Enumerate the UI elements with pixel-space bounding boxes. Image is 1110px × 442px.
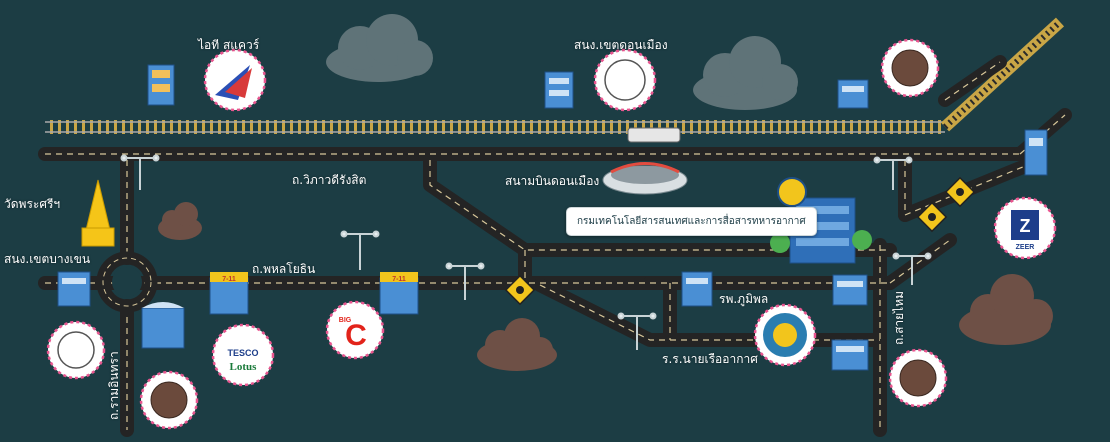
- street-lamp-icon: [340, 230, 380, 270]
- emblem-badge-icon: [753, 303, 817, 367]
- street-lamp-icon: [120, 154, 160, 190]
- bigc-logo-letter: C: [345, 319, 367, 352]
- airport-terminal-icon: [602, 162, 688, 195]
- emblem-badge-icon: [593, 48, 657, 112]
- bigc-small-text: BIG: [339, 317, 352, 324]
- cloud-icon: [158, 202, 202, 240]
- building-icon: [379, 272, 419, 315]
- label-don-mueang-district-office: สนง.เขตดอนเมือง: [574, 38, 668, 52]
- building-icon: [1024, 129, 1048, 176]
- cloud-icon: [326, 14, 433, 82]
- fuel-warning-sign-icon: [944, 176, 976, 208]
- building-icon: [681, 271, 713, 307]
- building-icon: [837, 79, 869, 109]
- street-lamp-icon: [617, 312, 657, 350]
- building-icon: [832, 274, 868, 306]
- zeer-logo-letter: Z: [1020, 216, 1031, 236]
- label-ram-intra-road: ถ.รามอินทรา: [107, 351, 121, 420]
- shop-sign-text: 7-11: [222, 276, 236, 283]
- emblem-badge-icon: [203, 48, 267, 112]
- train-icon: [627, 127, 681, 143]
- roundabout: [96, 251, 158, 313]
- fuel-warning-sign-icon: [504, 274, 536, 306]
- street-lamp-icon: [873, 156, 913, 190]
- cloud-icon: [959, 274, 1053, 345]
- zeer-logo-word: ZEER: [1016, 244, 1035, 251]
- emblem-badge-icon: [993, 196, 1057, 260]
- label-bhumibol-hospital: รพ.ภูมิพล: [719, 292, 769, 306]
- label-vibhavadi-road: ถ.วิภาวดีรังสิต: [292, 173, 367, 187]
- street-lamp-icon: [445, 262, 485, 300]
- building-icon: [57, 271, 91, 307]
- emblem-badge-icon: [139, 370, 199, 430]
- railway-line: [45, 17, 1065, 143]
- cloud-icon: [477, 318, 557, 371]
- destination-callout: กรมเทคโนโลยีสารสนเทศและการสื่อสารทหารอาก…: [566, 207, 817, 236]
- emblem-badge-icon: [211, 323, 275, 387]
- building-icon: [209, 272, 249, 315]
- building-icon: [141, 302, 185, 349]
- shop-sign-text: 7-11: [392, 276, 406, 283]
- tesco-logo-text: TESCO: [227, 348, 258, 358]
- label-don-mueang-airport: สนามบินดอนเมือง: [505, 174, 600, 188]
- building-icon: [544, 71, 574, 109]
- emblem-badge-icon: [46, 320, 106, 380]
- label-air-force-school: ร.ร.นายเรืออากาศ: [662, 352, 758, 366]
- building-icon: [147, 64, 175, 106]
- emblem-badge-icon: [888, 348, 948, 408]
- lotus-logo-text: Lotus: [230, 361, 258, 373]
- label-bang-khen-district-office: สนง.เขตบางเขน: [4, 252, 91, 266]
- emblem-badge-icon: [880, 38, 940, 98]
- street-lamp-icon: [892, 252, 932, 285]
- label-wat-phra-sri: วัดพระศรีฯ: [4, 197, 61, 211]
- label-sai-mai-road: ถ.สายไหม: [892, 290, 906, 345]
- cloud-icon: [693, 36, 798, 110]
- emblem-badge-icon: [325, 300, 385, 360]
- emblem-badge-icon: [777, 177, 807, 207]
- label-it-square: ไอที สแควร์: [198, 38, 260, 52]
- fuel-warning-sign-icon: [916, 201, 948, 233]
- building-icon: [831, 339, 869, 371]
- label-phahonyothin-road: ถ.พหลโยธิน: [252, 262, 316, 276]
- temple-icon: [81, 179, 115, 247]
